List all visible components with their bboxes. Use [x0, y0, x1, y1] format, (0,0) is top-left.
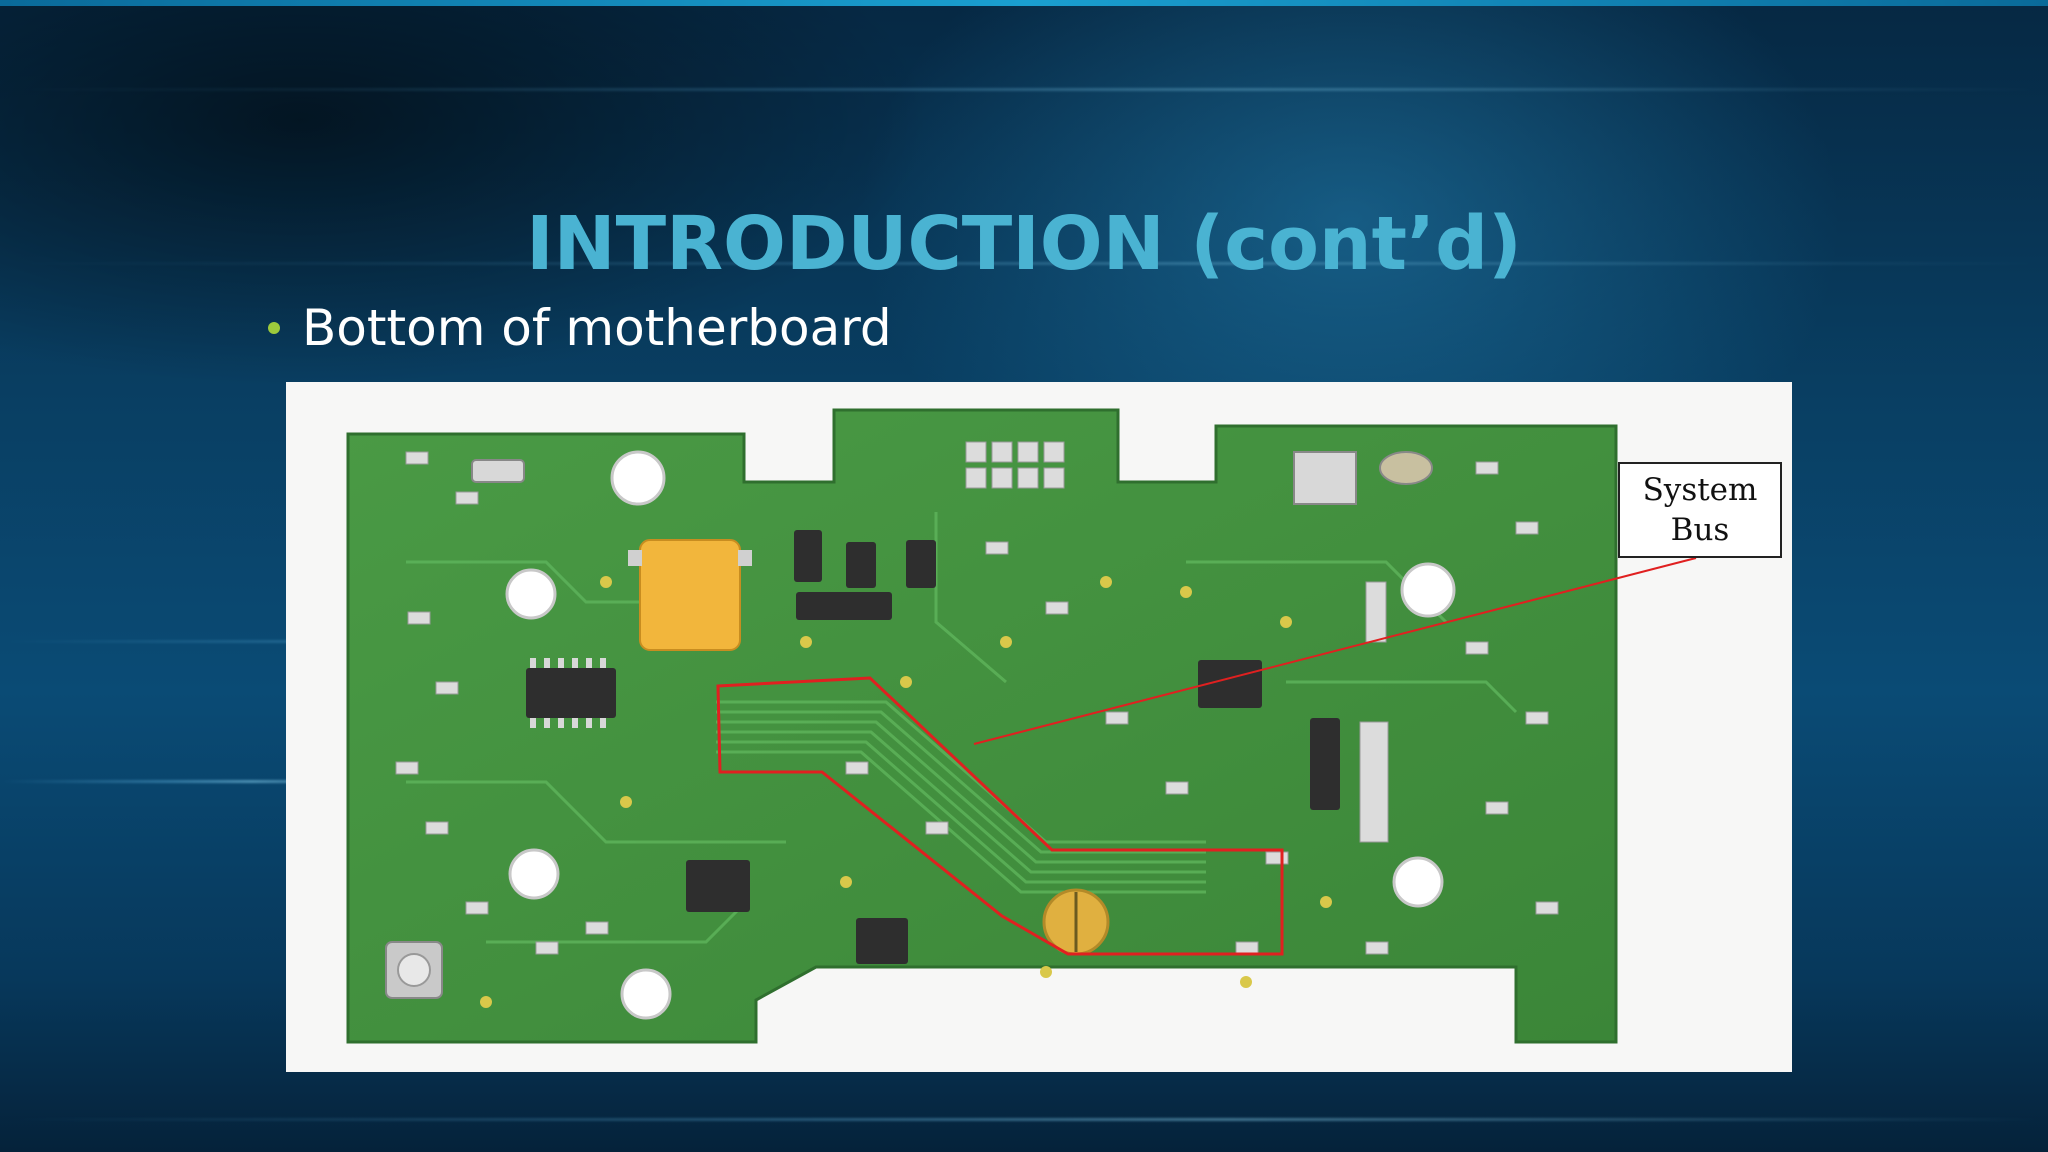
- callout-pointer: [973, 557, 1697, 745]
- ic-chips: [526, 530, 1340, 964]
- connector: [1293, 451, 1357, 505]
- motherboard-illustration: [346, 408, 1697, 1044]
- slide-title: INTRODUCTION (cont’d): [0, 196, 2048, 292]
- system-bus-highlight: [716, 676, 1284, 956]
- system-bus-callout: System Bus: [1618, 462, 1782, 558]
- ic-pins: [530, 658, 606, 728]
- motherboard-photo: [286, 382, 1792, 1072]
- bullet-dot-icon: [268, 322, 280, 334]
- smd-components: [395, 441, 1559, 955]
- slide-title-text: INTRODUCTION (cont’d): [526, 201, 1522, 287]
- bullet-item: Bottom of motherboard: [268, 296, 892, 360]
- light-streak: [0, 1118, 2048, 1121]
- callout-line-2: Bus: [1670, 512, 1730, 548]
- light-streak: [0, 780, 420, 783]
- slide-top-edge: [0, 0, 2048, 6]
- bullet-text: Bottom of motherboard: [302, 299, 892, 357]
- yellow-capacitor: [639, 539, 741, 651]
- light-streak: [0, 88, 2048, 91]
- light-streak: [0, 262, 2048, 265]
- mounting-holes: [505, 450, 1456, 1020]
- callout-line-1: System: [1642, 472, 1758, 508]
